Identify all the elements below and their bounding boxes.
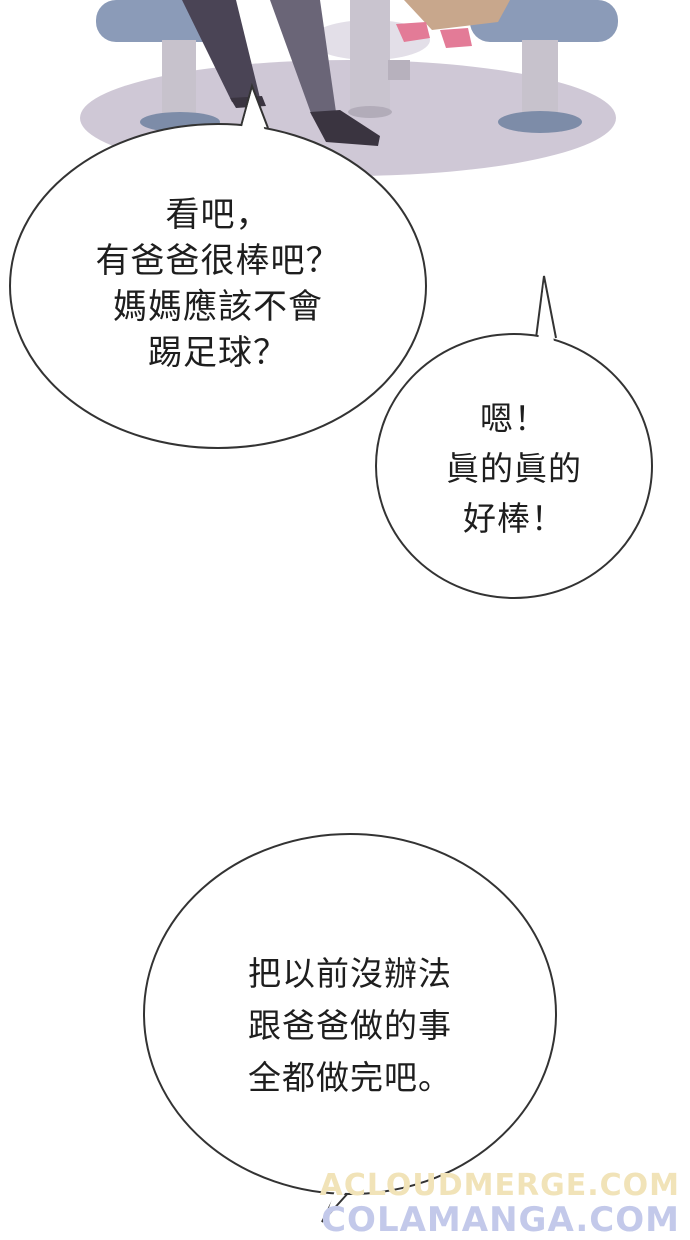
speech-line: 眞的眞的: [446, 449, 582, 488]
watermark-colamanga: COLAMANGA.COM: [321, 1200, 680, 1240]
speech-text-3: 把以前沒辦法 跟爸爸做的事 全都做完吧。: [200, 948, 500, 1104]
speech-text-1: 看吧， 有爸爸很棒吧？ 媽媽應該不會 踢足球？: [48, 192, 388, 376]
father-legs: [182, 0, 380, 146]
speech-text-2: 嗯！ 眞的眞的 好棒！: [424, 394, 604, 544]
speech-bubble-2: [375, 275, 653, 599]
child-legs: [396, 0, 510, 48]
speech-line: 跟爸爸做的事: [248, 1006, 452, 1045]
watermark-acloudmerge: ACLOUDMERGE.COM: [319, 1168, 680, 1203]
right-chair: [470, 0, 618, 133]
speech-bubble-1: [9, 82, 427, 449]
speech-line: 全都做完吧。: [248, 1058, 452, 1097]
speech-line: 把以前沒辦法: [248, 954, 452, 993]
speech-line: 好棒！: [463, 499, 565, 538]
speech-line: 有爸爸很棒吧？: [95, 241, 341, 281]
speech-line: 媽媽應該不會: [113, 287, 323, 327]
speech-bubble-3: [143, 833, 557, 1223]
speech-line: 看吧，: [165, 195, 271, 235]
speech-line: 踢足球？: [148, 333, 288, 373]
speech-line: 嗯！: [480, 399, 548, 438]
